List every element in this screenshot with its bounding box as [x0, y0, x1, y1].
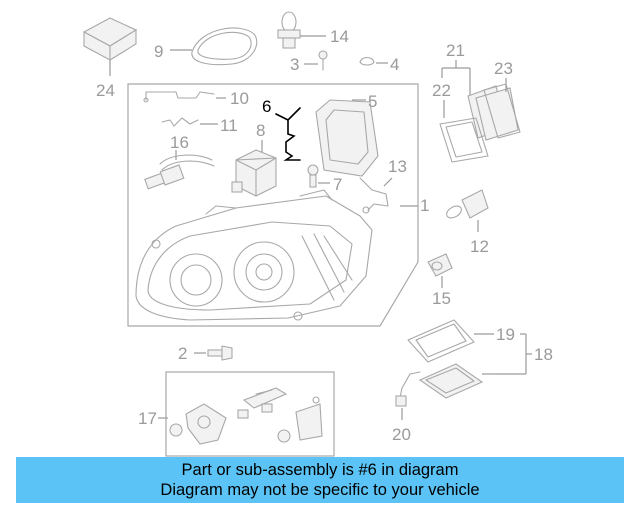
part-18-ballast-kit[interactable] [418, 333, 532, 399]
callout-1[interactable]: 1 [420, 196, 429, 215]
callout-17[interactable]: 17 [138, 409, 157, 428]
part-14-bulb[interactable] [277, 11, 326, 49]
callout-6[interactable]: 6 [262, 97, 271, 116]
callout-20[interactable]: 20 [392, 425, 411, 444]
headlamp-housing[interactable] [135, 189, 373, 321]
callout-3[interactable]: 3 [290, 55, 299, 74]
part-23-cover[interactable] [483, 78, 521, 139]
part-3-screw[interactable] [304, 50, 328, 71]
callout-9[interactable]: 9 [154, 42, 163, 61]
callout-5[interactable]: 5 [368, 92, 377, 111]
part-17-brackets[interactable] [169, 387, 323, 445]
callout-10[interactable]: 10 [230, 89, 249, 108]
callout-11[interactable]: 11 [220, 116, 238, 135]
banner-line-1: Part or sub-assembly is #6 in diagram [181, 461, 459, 479]
callout-21[interactable]: 21 [446, 41, 465, 60]
callout-16[interactable]: 16 [170, 133, 189, 152]
part-2-screw[interactable] [194, 345, 233, 361]
part-15-socket[interactable] [427, 253, 453, 288]
callout-4[interactable]: 4 [390, 55, 399, 74]
callout-7[interactable]: 7 [333, 175, 342, 194]
part-11-wire[interactable] [161, 117, 218, 127]
part-10-harness[interactable] [143, 91, 226, 103]
callout-22[interactable]: 22 [432, 81, 451, 100]
part-9-gasket[interactable] [170, 27, 258, 66]
callout-24[interactable]: 24 [96, 81, 115, 100]
callout-8[interactable]: 8 [256, 121, 265, 140]
part-17-kit-frame [165, 371, 335, 457]
callout-23[interactable]: 23 [494, 59, 513, 78]
part-20-cable[interactable] [395, 371, 421, 420]
part-8-igniter[interactable] [231, 140, 277, 197]
callout-2[interactable]: 2 [178, 344, 187, 363]
banner-line-2: Diagram may not be specific to your vehi… [160, 481, 480, 499]
callout-12[interactable]: 12 [470, 237, 489, 256]
part-24-control-module[interactable] [82, 17, 138, 76]
part-7-screw[interactable] [307, 164, 330, 188]
part-13-bracket[interactable] [359, 177, 393, 214]
part-12-bulb[interactable] [445, 189, 489, 232]
headlamp-assembly-frame [127, 83, 419, 327]
part-19-ballast[interactable] [407, 319, 494, 363]
callout-13[interactable]: 13 [388, 157, 407, 176]
info-banner: Part or sub-assembly is #6 in diagram Di… [16, 457, 624, 503]
callout-15[interactable]: 15 [432, 289, 451, 308]
part-16-bulb-socket[interactable] [144, 150, 215, 190]
part-5-cover[interactable] [315, 99, 379, 177]
callout-18[interactable]: 18 [534, 345, 553, 364]
part-6-wire-harness[interactable] [275, 107, 301, 161]
part-22-gasket[interactable] [439, 100, 489, 163]
callout-14[interactable]: 14 [330, 27, 349, 46]
part-4-clip[interactable] [359, 56, 388, 66]
callout-19[interactable]: 19 [496, 325, 515, 344]
